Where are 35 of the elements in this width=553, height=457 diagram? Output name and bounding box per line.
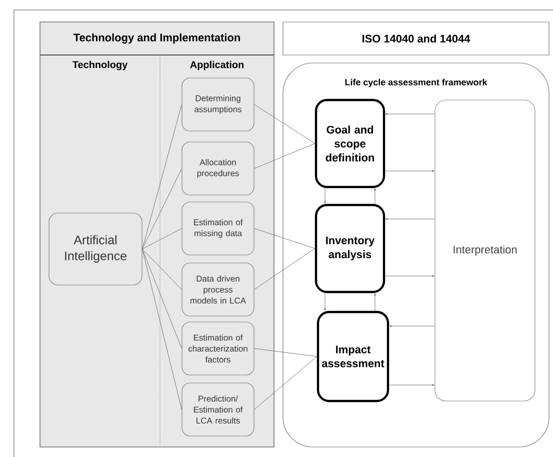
interpretation-box: Interpretation xyxy=(434,100,536,402)
connector xyxy=(142,248,182,349)
connector xyxy=(142,248,182,290)
connector xyxy=(254,143,316,169)
application-box: Prediction/ Estimation of LCA results xyxy=(182,382,254,436)
connector xyxy=(254,348,318,357)
column-heading: Technology xyxy=(72,60,128,70)
stage-box: Impact assessment xyxy=(316,310,390,402)
stage-box: Goal and scope definition xyxy=(314,98,386,188)
connector xyxy=(385,112,435,116)
connector xyxy=(374,188,376,204)
connector xyxy=(142,168,182,250)
connector xyxy=(389,324,435,328)
connector xyxy=(142,248,182,410)
connector xyxy=(374,293,376,312)
connector xyxy=(384,170,434,172)
connector xyxy=(254,356,318,410)
stage-box: Inventory analysis xyxy=(314,204,386,294)
connector xyxy=(254,104,316,144)
connector xyxy=(385,218,435,220)
connector xyxy=(384,274,434,278)
connector xyxy=(142,104,182,250)
connector xyxy=(324,292,326,311)
connector xyxy=(142,228,182,250)
application-box: Determining assumptions xyxy=(182,78,254,132)
connector xyxy=(254,248,316,290)
application-box: Allocation procedures xyxy=(182,142,254,196)
application-box: Estimation of missing data xyxy=(182,202,254,256)
technology-box: Artificial Intelligence xyxy=(48,212,142,286)
header-box: ISO 14040 and 14044 xyxy=(282,22,550,56)
connector xyxy=(254,228,316,249)
application-box: Estimation of characterization factors xyxy=(182,322,254,376)
connector xyxy=(388,384,434,386)
application-box: Data driven process models in LCA xyxy=(182,262,254,316)
connector xyxy=(324,188,326,204)
